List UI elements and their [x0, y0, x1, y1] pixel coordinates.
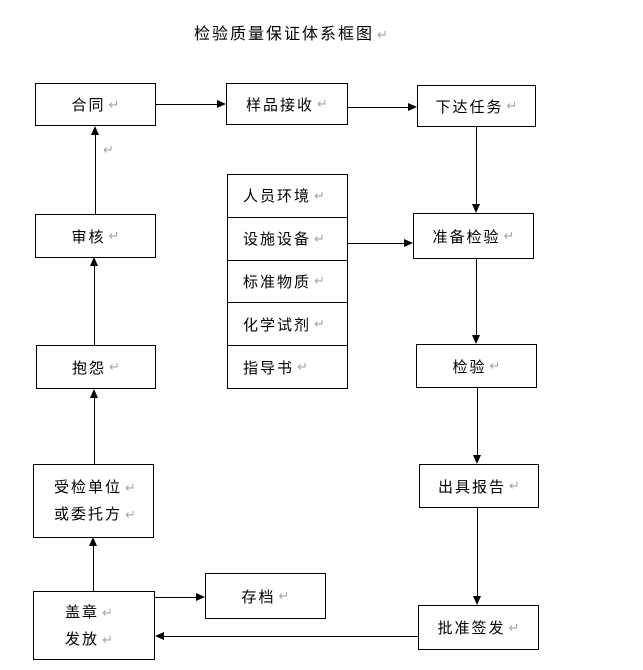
node-sample-reception: 样品接收↵	[226, 83, 348, 125]
connector-inspection-to-report	[477, 388, 478, 456]
return-mark-icon: ↵	[109, 359, 120, 374]
connector-inspected-to-complaint	[94, 398, 95, 464]
node-stamp-issue: 盖章↵ 发放↵	[33, 591, 155, 660]
node-contract-label: 合同	[71, 97, 106, 114]
node-archive: 存档↵	[205, 573, 326, 619]
node-approve-issue: 批准签发↵	[418, 605, 539, 650]
connector-approve-to-stamp	[163, 636, 418, 637]
diagram-title-text: 检验质量保证体系框图	[194, 26, 375, 43]
arrowhead-task-to-prepare	[472, 204, 480, 213]
node-review-label: 审核	[71, 228, 106, 246]
return-mark-icon: ↵	[102, 631, 113, 647]
return-mark-icon: ↵	[503, 228, 515, 243]
arrowhead-prepare-to-inspection	[472, 335, 480, 344]
arrowhead-complaint-to-review	[90, 257, 98, 266]
return-mark-icon: ↵	[317, 96, 328, 111]
node-approve-issue-label: 批准签发	[437, 620, 506, 637]
node-stamp-issue-line1: 盖章↵	[65, 603, 113, 621]
return-mark-icon: ↵	[103, 142, 114, 157]
return-mark-icon: ↵	[125, 480, 136, 495]
node-inspected-unit-line2: 或委托方↵	[54, 506, 136, 523]
connector-task-to-prepare	[476, 127, 477, 205]
node-contract: 合同↵	[35, 83, 156, 126]
return-mark-icon: ↵	[506, 98, 518, 113]
resource-row-chemical-reagents: 化学试剂↵	[228, 303, 347, 347]
arrowhead-report-to-approve	[473, 596, 481, 605]
node-issue-report-label: 出具报告	[438, 478, 507, 496]
connector-stamp-to-archive	[155, 597, 197, 598]
diagram-title: 检验质量保证体系框图↵	[194, 20, 388, 44]
return-mark-icon: ↵	[508, 619, 520, 635]
connector-review-to-contract	[95, 135, 96, 214]
arrowhead-resources-to-prepare	[404, 239, 413, 247]
node-inspection-label: 检验	[452, 358, 487, 376]
arrowhead-stamp-to-archive	[196, 593, 205, 601]
node-inspected-unit-line1: 受检单位↵	[54, 479, 136, 496]
return-mark-icon: ↵	[278, 588, 290, 603]
resource-row-facilities-equipment: 设施设备↵	[228, 218, 347, 261]
connector-stamp-to-inspected	[93, 546, 94, 591]
node-issue-report: 出具报告↵	[419, 464, 539, 508]
node-issue-task: 下达任务↵	[417, 85, 536, 127]
return-mark-icon: ↵	[314, 187, 325, 203]
node-prepare-inspection-label: 准备检验	[432, 228, 501, 246]
return-mark-icon: ↵	[314, 316, 325, 332]
resource-row-personnel-environment: 人员环境↵	[228, 175, 347, 218]
arrowhead-inspection-to-report	[473, 455, 481, 464]
node-prepare-inspection: 准备检验↵	[413, 213, 534, 259]
resource-row-instruction-book: 指导书↵	[243, 359, 308, 377]
arrowhead-contract-to-sample	[217, 100, 226, 108]
node-sample-reception-label: 样品接收	[246, 96, 315, 114]
return-mark-icon: ↵	[108, 228, 120, 243]
return-mark-icon: ↵	[125, 507, 136, 522]
node-archive-label: 存档	[241, 588, 276, 606]
node-resources-stack: 人员环境↵ 设施设备↵ 标准物质↵ 化学试剂↵ 指导书↵	[227, 174, 348, 389]
node-issue-task-label: 下达任务	[435, 98, 504, 116]
return-mark-icon: ↵	[102, 604, 113, 620]
return-mark-icon: ↵	[297, 359, 308, 375]
arrowhead-stamp-to-inspected	[89, 537, 97, 546]
arrowhead-inspected-to-complaint	[90, 389, 98, 398]
return-mark-icon: ↵	[489, 358, 501, 373]
arrowhead-approve-to-stamp	[155, 632, 164, 640]
connector-prepare-to-inspection	[476, 259, 477, 336]
node-inspection: 检验↵	[416, 344, 537, 388]
connector-report-to-approve	[477, 508, 478, 597]
connector-contract-to-sample	[156, 104, 219, 105]
return-mark-icon: ↵	[377, 27, 388, 42]
node-complaint-label: 抱怨	[72, 359, 107, 377]
node-stamp-issue-line2: 发放↵	[65, 630, 113, 648]
connector-resources-to-prepare	[347, 243, 405, 244]
connector-sample-to-task	[348, 107, 409, 108]
node-review: 审核↵	[35, 214, 156, 258]
connector-complaint-to-review	[94, 266, 95, 345]
return-mark-icon: ↵	[314, 273, 325, 289]
node-complaint: 抱怨↵	[36, 345, 156, 389]
arrowhead-review-to-contract	[91, 126, 99, 135]
return-mark-icon: ↵	[314, 230, 325, 246]
arrowhead-sample-to-task	[408, 103, 417, 111]
resource-row-standard-materials: 标准物质↵	[228, 261, 347, 304]
return-mark-icon: ↵	[108, 96, 120, 112]
return-mark-icon: ↵	[509, 478, 520, 493]
node-inspected-unit: 受检单位↵ 或委托方↵	[33, 464, 154, 538]
